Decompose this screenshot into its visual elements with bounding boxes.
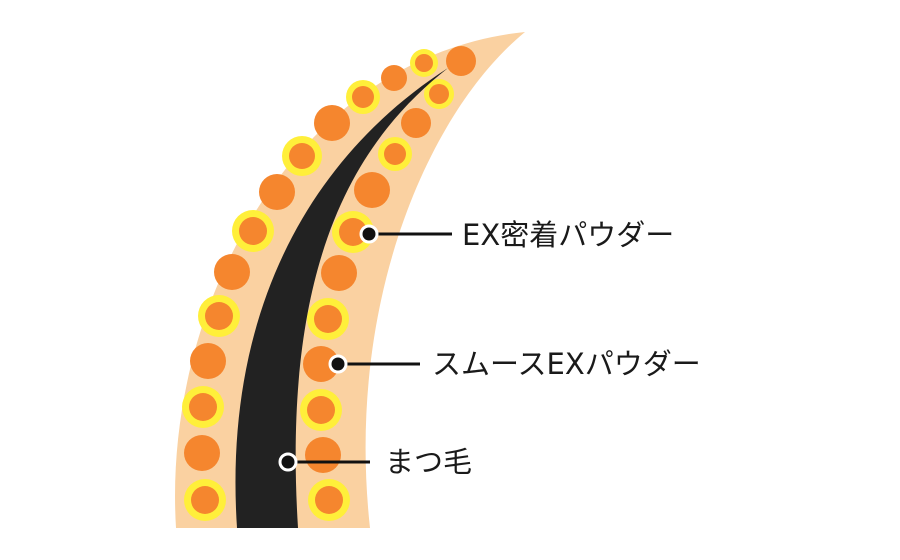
powder-particle bbox=[401, 108, 431, 138]
ringed-powder-particle bbox=[289, 143, 315, 169]
powder-particle bbox=[354, 172, 390, 208]
ringed-powder-particle bbox=[415, 54, 433, 72]
leader-dot-adhesion bbox=[359, 224, 379, 244]
ringed-powder-particle bbox=[314, 305, 342, 333]
eyelash-hair bbox=[235, 68, 448, 528]
leader-dot-eyelash bbox=[278, 452, 298, 472]
ringed-powder-particle bbox=[307, 396, 335, 424]
ringed-powder-particle bbox=[429, 84, 449, 104]
leader-lines bbox=[278, 224, 452, 472]
powder-particle bbox=[190, 343, 226, 379]
leader-dot-smooth bbox=[328, 354, 348, 374]
ringed-powder-particle bbox=[384, 143, 406, 165]
powder-particle bbox=[214, 254, 250, 290]
powder-particle bbox=[314, 105, 350, 141]
label-eyelash: まつ毛 bbox=[385, 445, 473, 479]
ringed-powder-particle bbox=[315, 486, 343, 514]
label-smooth-powder: スムースEXパウダー bbox=[432, 347, 701, 381]
ringed-powder-particle bbox=[191, 486, 219, 514]
ringed-powder-particle bbox=[352, 86, 374, 108]
powder-particle bbox=[303, 346, 339, 382]
ringed-powder-particle bbox=[189, 393, 217, 421]
ringed-powder-particle bbox=[339, 218, 367, 246]
particles bbox=[182, 46, 476, 521]
powder-particle bbox=[184, 435, 220, 471]
powder-particle bbox=[305, 437, 341, 473]
powder-particle bbox=[259, 174, 295, 210]
ringed-powder-particle bbox=[205, 302, 233, 330]
powder-particle bbox=[446, 46, 476, 76]
label-adhesion-powder: EX密着パウダー bbox=[462, 218, 675, 252]
ringed-powder-particle bbox=[239, 217, 267, 245]
powder-particle bbox=[321, 255, 357, 291]
powder-particle bbox=[381, 65, 407, 91]
